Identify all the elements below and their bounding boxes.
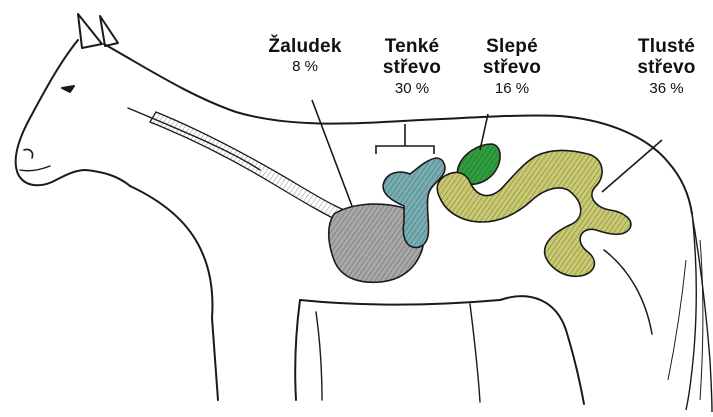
- horse-ear: [78, 14, 102, 48]
- small-intestine-label-percent: 30 %: [362, 81, 462, 98]
- horse-nostril: [24, 149, 33, 158]
- colon-label: Tlusté střevo 36 %: [620, 36, 713, 97]
- horse-front-leg: [295, 300, 300, 400]
- colon-label-percent: 36 %: [620, 81, 713, 98]
- cecum-label-line2: střevo: [462, 57, 562, 78]
- horse-throat: [130, 186, 212, 318]
- horse-hip: [604, 250, 652, 334]
- horse-hind-leg: [500, 296, 584, 404]
- colon-label-line1: Tlusté: [620, 36, 713, 57]
- stomach-label-percent: 8 %: [250, 59, 360, 76]
- horse-front-leg: [212, 318, 218, 400]
- horse-hind-leg-inner: [470, 304, 480, 402]
- small-intestine-bracket: [376, 124, 434, 154]
- small-intestine-label-line2: střevo: [362, 57, 462, 78]
- cecum-label: Slepé střevo 16 %: [462, 36, 562, 97]
- horse-eye: [62, 86, 74, 92]
- horse-face: [16, 40, 130, 186]
- stomach-label-name: Žaludek: [250, 36, 360, 57]
- horse-front-leg-inner: [316, 312, 322, 400]
- small-intestine-label: Tenké střevo 30 %: [362, 36, 462, 97]
- horse-ear: [100, 16, 118, 46]
- colon-pointer: [602, 140, 662, 192]
- esophagus: [150, 112, 356, 226]
- colon-label-line2: střevo: [620, 57, 713, 78]
- horse-tail: [668, 212, 712, 412]
- cecum-label-percent: 16 %: [462, 81, 562, 98]
- stomach-label: Žaludek 8 %: [250, 36, 360, 76]
- cecum-label-line1: Slepé: [462, 36, 562, 57]
- small-intestine-label-line1: Tenké: [362, 36, 462, 57]
- horse-mouth: [20, 166, 50, 171]
- stomach-pointer: [312, 100, 352, 206]
